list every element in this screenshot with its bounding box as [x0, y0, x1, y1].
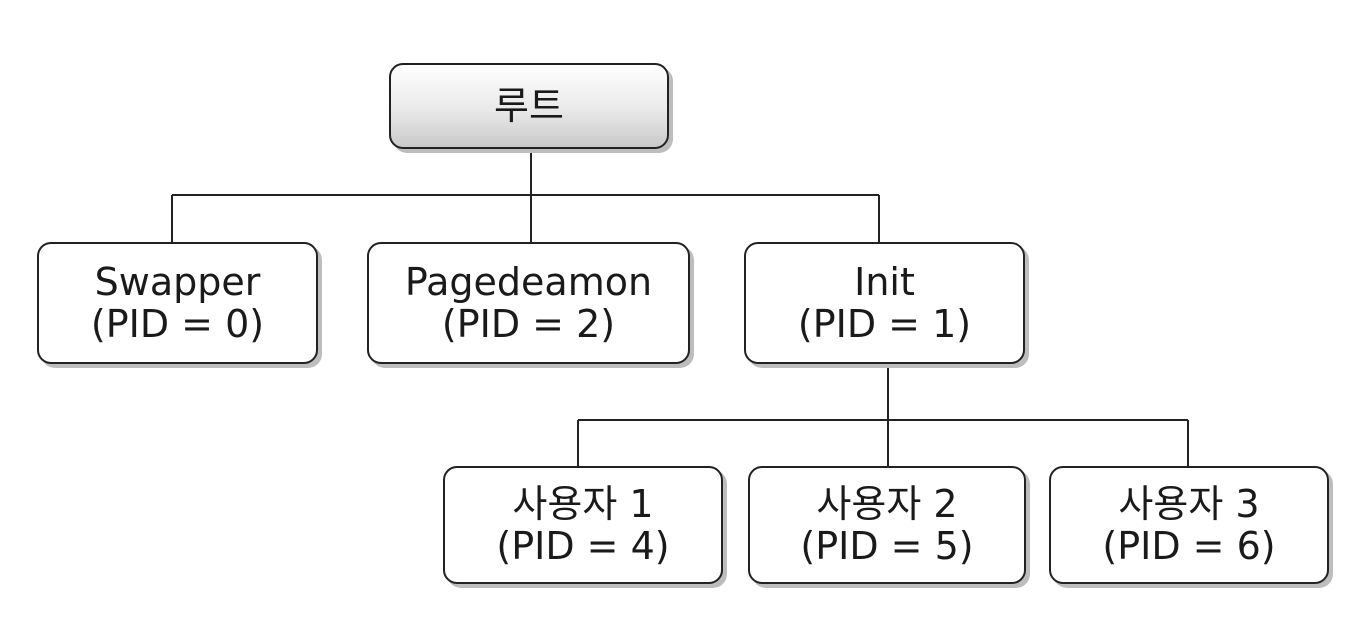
user3-node: 사용자 3 (PID = 6) [1049, 466, 1329, 584]
user1-pid: (PID = 4) [496, 524, 670, 568]
pagedeamon-node: Pagedeamon (PID = 2) [367, 242, 690, 364]
root-node: 루트 [389, 63, 669, 149]
swapper-name: Swapper [94, 260, 261, 304]
user3-pid: (PID = 6) [1102, 524, 1276, 568]
user1-name: 사용자 1 [512, 482, 654, 526]
user3-name: 사용자 3 [1118, 482, 1260, 526]
pagedeamon-name: Pagedeamon [404, 260, 653, 304]
user2-node: 사용자 2 (PID = 5) [748, 466, 1026, 584]
init-pid: (PID = 1) [797, 302, 972, 346]
pagedeamon-pid: (PID = 2) [441, 302, 616, 346]
user2-name: 사용자 2 [816, 482, 958, 526]
root-label: 루트 [494, 84, 564, 128]
swapper-pid: (PID = 0) [90, 302, 265, 346]
swapper-node: Swapper (PID = 0) [37, 242, 318, 364]
user2-pid: (PID = 5) [800, 524, 974, 568]
init-node: Init (PID = 1) [744, 242, 1025, 364]
user1-node: 사용자 1 (PID = 4) [443, 466, 723, 584]
init-name: Init [854, 260, 915, 304]
